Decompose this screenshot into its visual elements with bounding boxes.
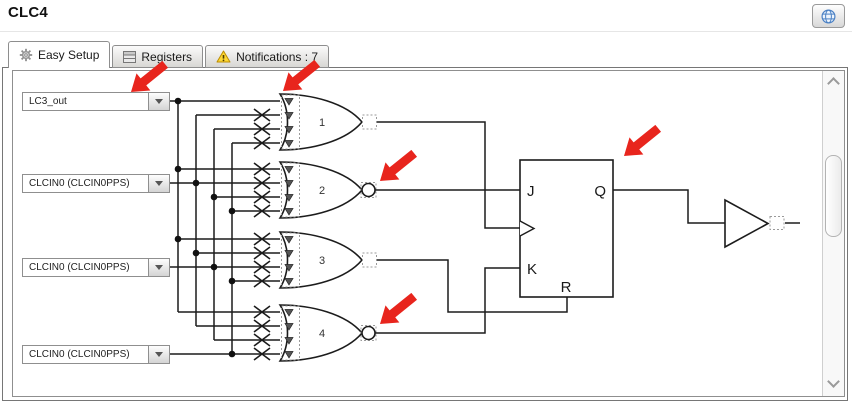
- tab-notifications[interactable]: Notifications : 7: [205, 45, 330, 68]
- input-select-3-value[interactable]: CLCIN0 (CLCIN0PPS): [22, 258, 149, 277]
- tab-registers-label: Registers: [141, 49, 193, 64]
- gear-icon: [19, 48, 33, 62]
- input-select-4-dropdown-button[interactable]: [149, 345, 170, 364]
- tab-easy-setup[interactable]: Easy Setup: [8, 41, 111, 68]
- warning-icon: [216, 50, 231, 63]
- scroll-up-icon[interactable]: [827, 77, 840, 90]
- tab-registers[interactable]: Registers: [112, 45, 204, 68]
- vertical-scrollbar[interactable]: [822, 71, 844, 396]
- tab-easy-setup-label: Easy Setup: [38, 48, 100, 62]
- chevron-down-icon: [155, 265, 163, 270]
- tab-notifications-label: Notifications : 7: [236, 49, 319, 64]
- globe-icon: [820, 8, 837, 25]
- scroll-down-icon[interactable]: [827, 375, 840, 388]
- input-select-3[interactable]: CLCIN0 (CLCIN0PPS): [22, 258, 170, 277]
- input-select-1-dropdown-button[interactable]: [149, 92, 170, 111]
- chevron-down-icon: [155, 99, 163, 104]
- input-select-2-value[interactable]: CLCIN0 (CLCIN0PPS): [22, 174, 149, 193]
- scrollbar-thumb[interactable]: [825, 155, 842, 237]
- page-title: CLC4: [8, 4, 48, 21]
- input-select-1[interactable]: LC3_out: [22, 92, 170, 111]
- input-select-2-dropdown-button[interactable]: [149, 174, 170, 193]
- input-select-4-value[interactable]: CLCIN0 (CLCIN0PPS): [22, 345, 149, 364]
- input-select-1-value[interactable]: LC3_out: [22, 92, 149, 111]
- input-select-3-dropdown-button[interactable]: [149, 258, 170, 277]
- registers-icon: [123, 50, 137, 63]
- tab-bar: Easy Setup Registers Notifications : 7: [8, 41, 331, 68]
- chevron-down-icon: [155, 352, 163, 357]
- input-select-4[interactable]: CLCIN0 (CLCIN0PPS): [22, 345, 170, 364]
- chevron-down-icon: [155, 181, 163, 186]
- input-select-2[interactable]: CLCIN0 (CLCIN0PPS): [22, 174, 170, 193]
- header-separator: [0, 31, 852, 32]
- globe-button[interactable]: [812, 4, 845, 28]
